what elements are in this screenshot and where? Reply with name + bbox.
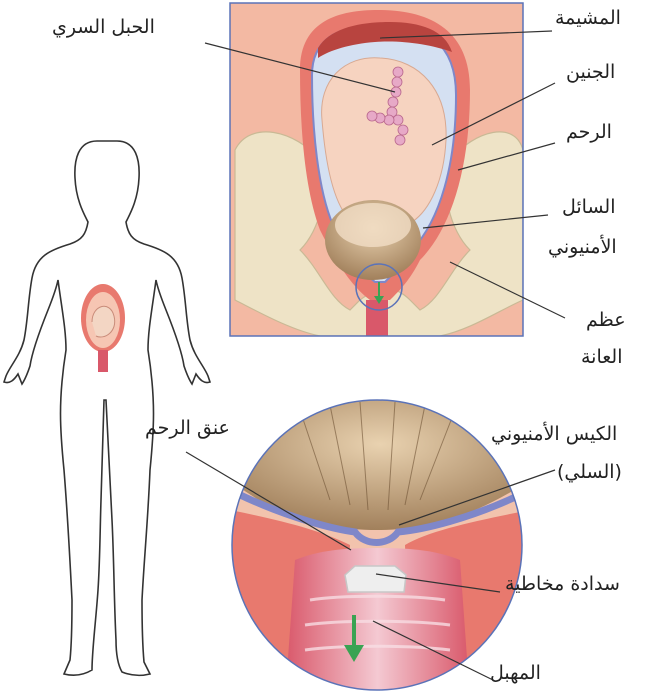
woman-silhouette (4, 141, 210, 675)
label-umbilical-cord: الحبل السري (52, 17, 155, 39)
mucus-plug (345, 566, 406, 592)
label-pubic-bone-2: العانة (581, 347, 623, 369)
label-cervix: عنق الرحم (145, 418, 230, 440)
uterus-panel (230, 3, 523, 336)
birth-canal (366, 300, 388, 336)
label-uterus: الرحم (566, 122, 612, 144)
label-amniotic-sac-2: (السلي) (557, 462, 622, 484)
label-amniotic-fluid-1: السائل (562, 197, 615, 219)
label-vagina: المهبل (490, 663, 541, 685)
label-amniotic-sac-1: الكيس الأمنيوني (491, 424, 617, 446)
cervix-detail (230, 398, 530, 695)
label-mucus-plug: سدادة مخاطية (505, 574, 620, 596)
label-fetus: الجنين (566, 62, 615, 84)
label-pubic-bone-1: عظم (586, 310, 626, 332)
label-amniotic-fluid-2: الأمنيوني (548, 237, 617, 259)
small-uterus (81, 284, 125, 372)
label-placenta: المشيمة (555, 8, 621, 30)
